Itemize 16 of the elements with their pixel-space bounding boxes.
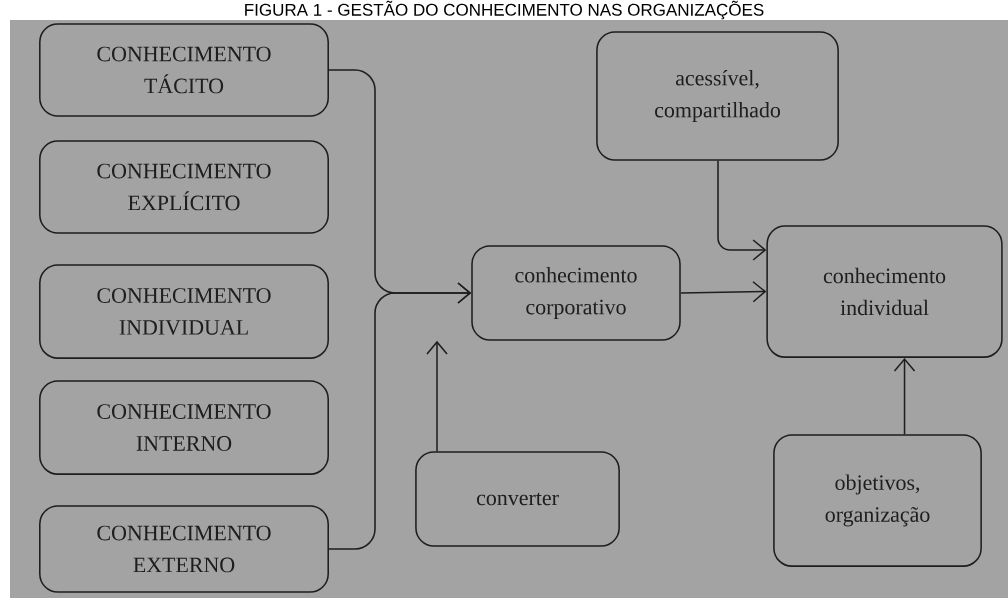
arrow [426,340,448,452]
arrow [680,280,767,303]
figure-title: FIGURA 1 - GESTÃO DO CONHECIMENTO NAS ORGANIZAÇÕES [245,0,764,20]
text-box: acessível, compartilhado [596,31,839,161]
text-box: conhecimento individual [766,225,1003,358]
text-box: objetivos, organização [773,434,982,567]
text-box: CONHECIMENTO INTERNO [39,380,329,475]
text-box: CONHECIMENTO INDIVIDUAL [39,264,329,359]
arrow [717,160,767,261]
text-box: CONHECIMENTO TÁCITO [39,23,329,117]
text-box: CONHECIMENTO EXPLÍCITO [39,140,329,234]
arrow [893,357,916,435]
text-box: conhecimento corporativo [471,245,681,341]
text-box: converter [415,451,620,547]
text-box: CONHECIMENTO EXTERNO [39,505,329,593]
arrow [328,282,472,550]
